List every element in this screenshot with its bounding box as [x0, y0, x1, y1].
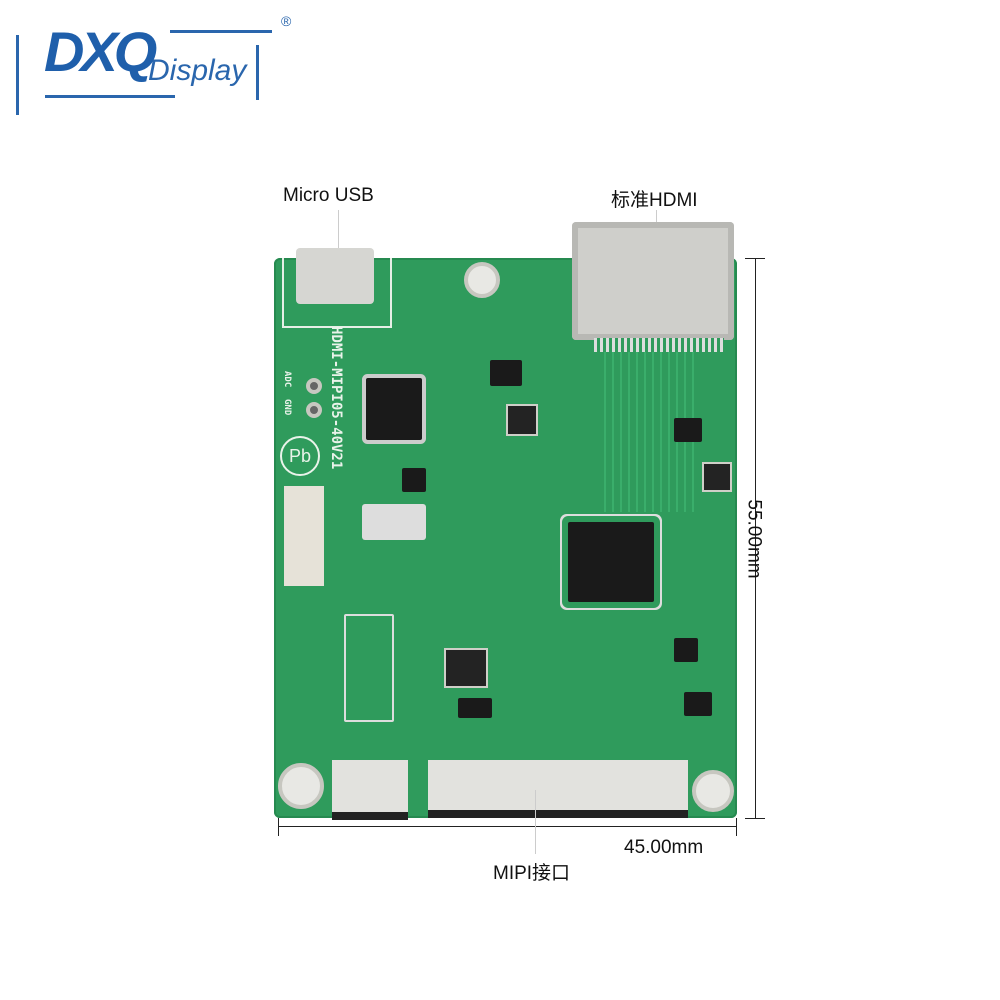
ic-qfp	[568, 522, 654, 602]
pcb-board: HDMI-MIPI05-40V21 ADC GND Pb	[274, 222, 737, 820]
mipi-fpc-connector	[428, 760, 688, 818]
hdmi-connector	[572, 222, 734, 340]
label-width: 45.00mm	[624, 837, 704, 858]
logo-brand: DXQ	[44, 20, 157, 83]
width-dimension	[278, 826, 737, 827]
registered-mark: ®	[281, 13, 292, 29]
silk-model: HDMI-MIPI05-40V21	[328, 326, 344, 470]
label-hdmi: 标准HDMI	[611, 190, 698, 211]
silk-adc: ADC	[282, 371, 292, 388]
label-micro-usb: Micro USB	[283, 185, 374, 206]
micro-usb-connector	[296, 248, 374, 304]
pb-text: Pb	[288, 446, 312, 466]
silk-gnd: GND	[282, 399, 292, 416]
jst-connector	[284, 486, 324, 586]
label-height: 55.00mm	[743, 499, 765, 579]
label-mipi: MIPI接口	[493, 863, 571, 884]
logo-sub: Display	[148, 54, 247, 87]
lead-free-icon: Pb	[280, 436, 320, 476]
small-fpc-connector	[332, 760, 408, 820]
push-button	[362, 504, 426, 540]
